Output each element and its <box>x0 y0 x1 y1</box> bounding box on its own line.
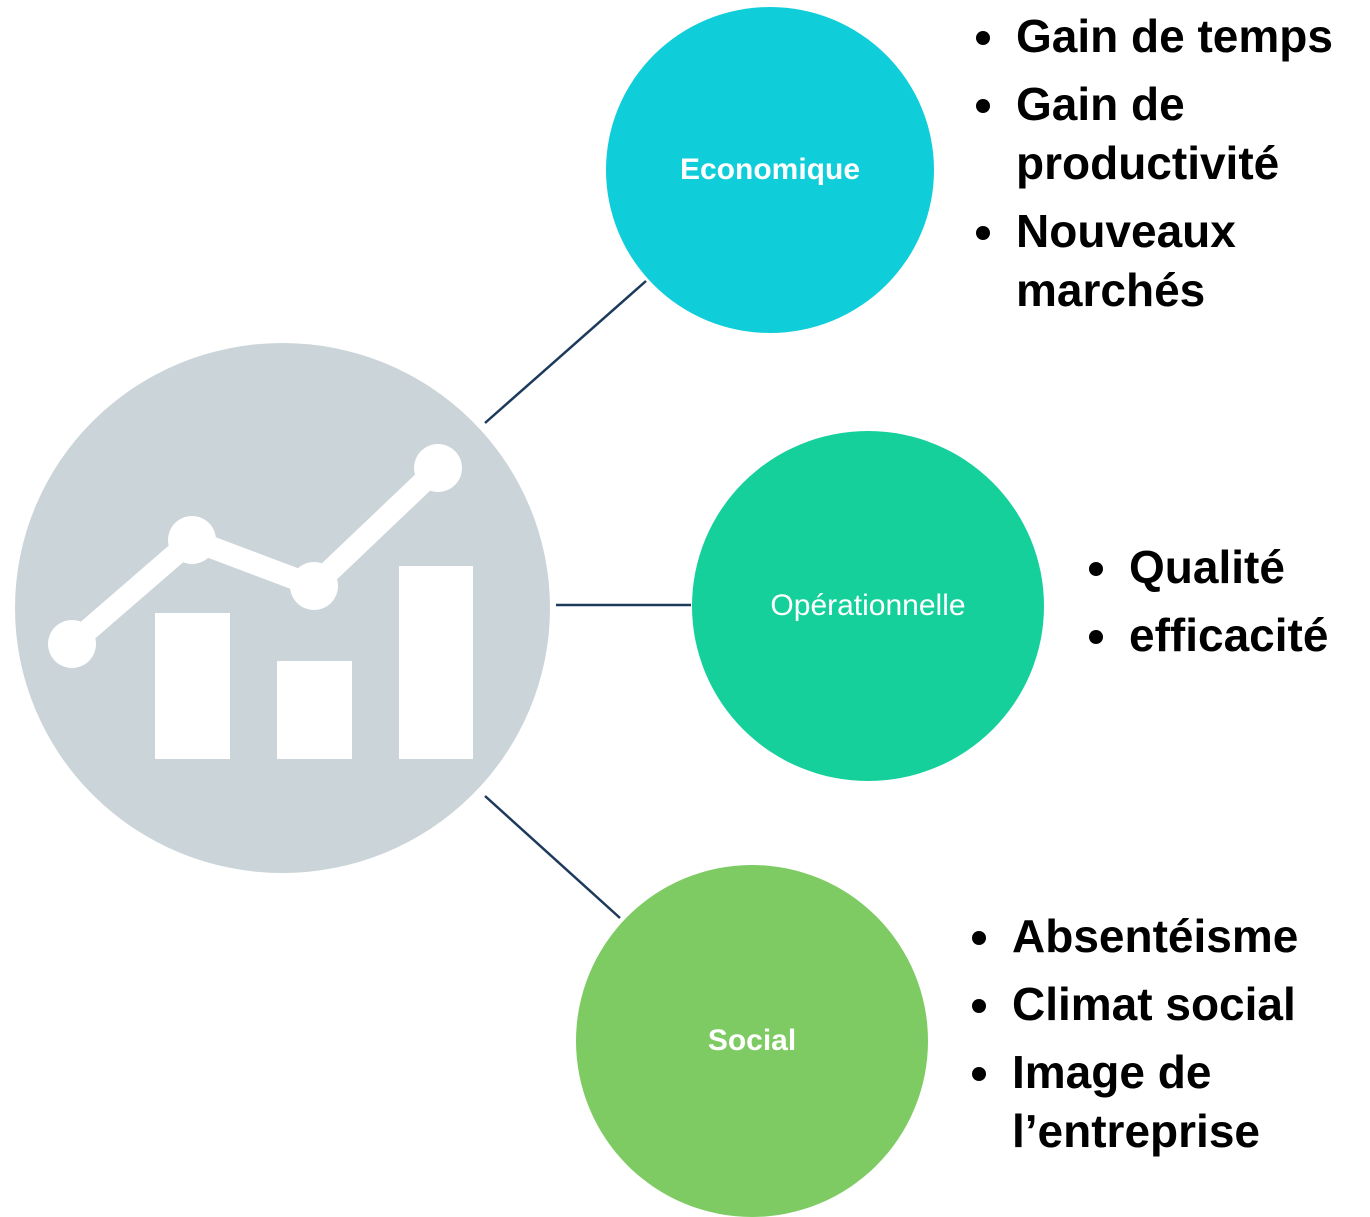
social-label: Social <box>707 1024 797 1057</box>
operationnelle-bullet-list: Qualité efficacité <box>1085 538 1370 674</box>
icon-trend-point-3 <box>290 562 338 610</box>
icon-trend-point-4 <box>414 444 462 492</box>
economique-bullet-list: Gain de temps Gain de productivité Nouve… <box>972 7 1367 329</box>
icon-bar-2 <box>277 661 352 759</box>
connector-social <box>484 795 621 919</box>
bullet-item: Nouveaux marchés <box>972 202 1367 320</box>
icon-trend-point-2 <box>168 516 216 564</box>
bullet-item: Gain de temps <box>972 7 1367 66</box>
bullet-item: Qualité <box>1085 538 1370 597</box>
bullet-item: Image de l’entreprise <box>968 1043 1363 1161</box>
social-bullet-list: Absentéisme Climat social Image de l’ent… <box>968 907 1363 1170</box>
chart-growth-icon <box>48 444 473 759</box>
bullet-item: Climat social <box>968 975 1363 1034</box>
icon-bar-1 <box>155 613 230 759</box>
economique-label: Economique <box>679 153 860 186</box>
icon-bar-3 <box>399 566 473 759</box>
economique-circle: Economique <box>606 7 934 333</box>
icon-trend-line <box>61 457 449 655</box>
bullet-item: efficacité <box>1085 606 1370 665</box>
connector-economique <box>484 280 647 424</box>
icon-trend-point-1 <box>48 620 96 668</box>
bullet-item: Absentéisme <box>968 907 1363 966</box>
hub-circle <box>15 343 550 873</box>
bullet-item: Gain de productivité <box>972 75 1367 193</box>
operationnelle-label: Opérationnelle <box>770 589 966 622</box>
social-circle: Social <box>576 865 928 1217</box>
operationnelle-circle: Opérationnelle <box>692 431 1044 781</box>
